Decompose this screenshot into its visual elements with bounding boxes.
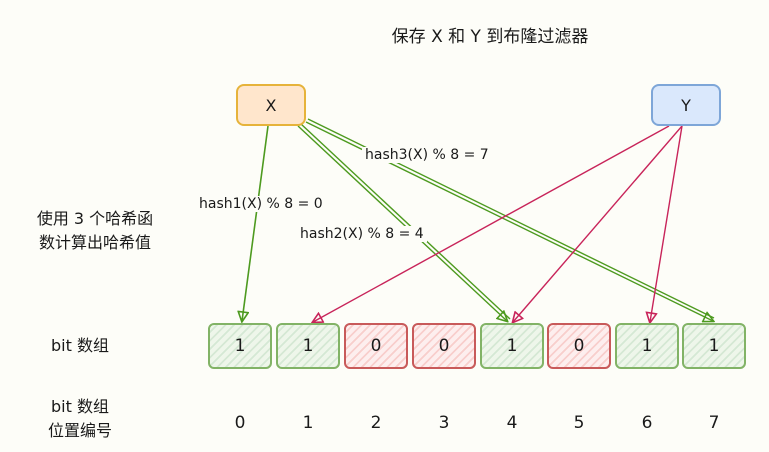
node-x-label: X (265, 95, 277, 115)
x-arrow-to-0 (242, 125, 269, 321)
bit-index-6: 6 (641, 413, 653, 433)
node-x[interactable]: X (236, 84, 306, 126)
bit-cell-2: 0 (344, 323, 408, 369)
bit-index-7: 7 (708, 413, 720, 433)
position-label-line2: 位置编号 (47, 421, 112, 440)
diagram-title: 保存 X 和 Y 到布隆过滤器 (0, 22, 769, 47)
y-arrow-to-1 (313, 125, 670, 322)
bit-cell-7: 1 (682, 323, 746, 369)
node-y[interactable]: Y (651, 84, 721, 126)
title-text: 保存 X 和 Y 到布隆过滤器 (391, 27, 589, 47)
bit-cell-3: 0 (412, 323, 476, 369)
hash-description-line2: 数计算出哈希值 (38, 233, 151, 252)
bit-cell-0: 1 (208, 323, 272, 369)
bit-index-0: 0 (234, 413, 246, 433)
bit-cell-5: 0 (547, 323, 611, 369)
hash-description-line1: 使用 3 个哈希函 (36, 209, 154, 228)
position-label-line1: bit 数组 (51, 397, 109, 416)
bit-cell-6: 1 (615, 323, 679, 369)
bit-index-5: 5 (573, 413, 585, 433)
y-arrow-to-6 (650, 125, 683, 322)
bit-cell-1: 1 (276, 323, 340, 369)
bit-index-4: 4 (506, 413, 518, 433)
hash2-label: hash2(X) % 8 = 4 (297, 226, 427, 242)
bit-cell-4: 1 (480, 323, 544, 369)
bit-index-3: 3 (438, 413, 450, 433)
y-arrow-to-4 (513, 125, 683, 322)
hash-description: 使用 3 个哈希函 数计算出哈希值 (15, 207, 175, 255)
x-arrow-to-4 (297, 123, 511, 321)
bit-array-label: bit 数组 (51, 336, 109, 355)
hash1-label: hash1(X) % 8 = 0 (196, 196, 326, 212)
hash3-label: hash3(X) % 8 = 7 (362, 147, 492, 163)
position-label: bit 数组 位置编号 (30, 395, 130, 443)
bit-index-2: 2 (370, 413, 382, 433)
bit-index-1: 1 (302, 413, 314, 433)
node-y-label: Y (681, 95, 691, 115)
